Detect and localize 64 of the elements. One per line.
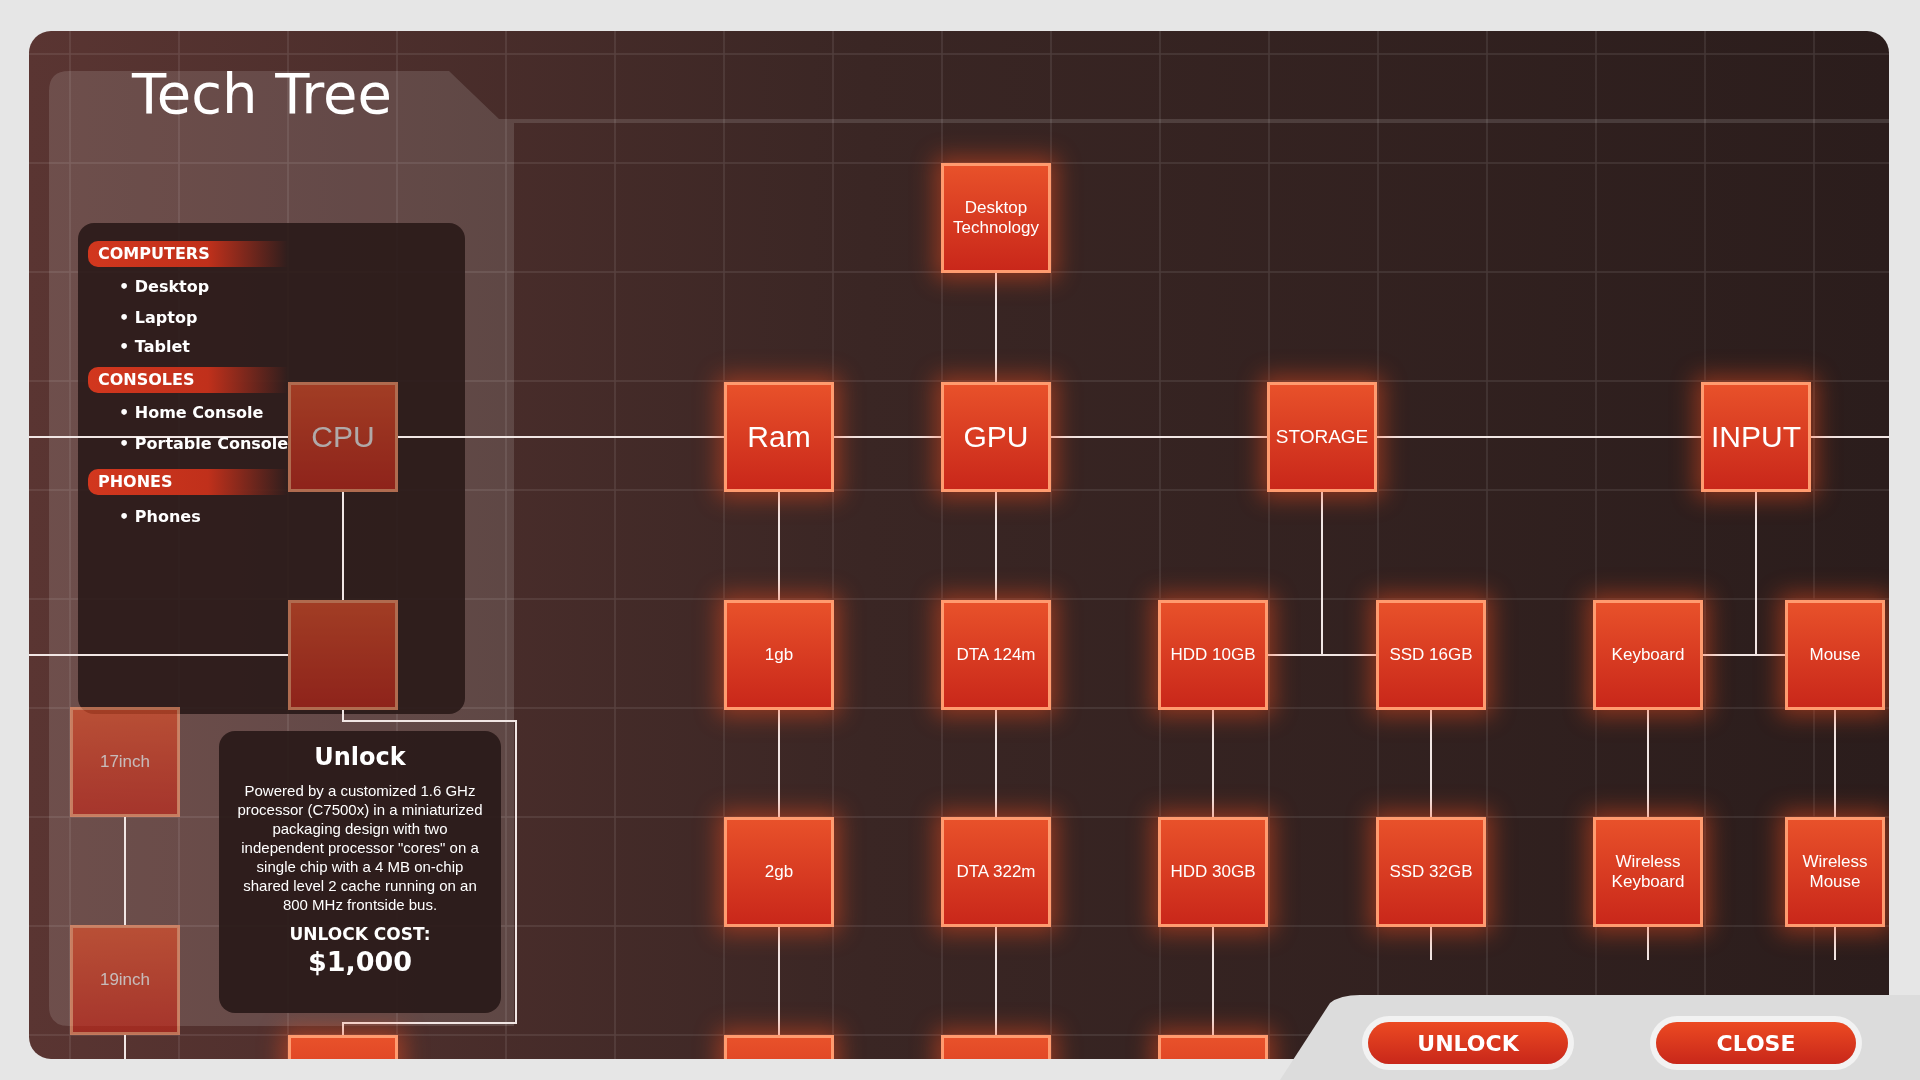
description-text: Powered by a customized 1.6 GHz processor (C7500x) in a miniaturized packaging design with two independent processor "cores" on a single chip with a 4 MB on-chip shared level 2 cache running on an 800 MHz frontside bus. xyxy=(236,781,484,914)
tech-node: Desktop Technology xyxy=(941,163,1051,273)
tech-node: CPU xyxy=(288,382,398,492)
tech-node: 2gb xyxy=(724,817,834,927)
category-heading: COMPUTERS xyxy=(88,241,288,267)
tech-node: Keyboard xyxy=(1593,600,1703,710)
connector-line xyxy=(1212,926,1214,1036)
screen-title: Tech Tree xyxy=(132,61,392,126)
category-heading: PHONES xyxy=(88,469,288,495)
connector-line xyxy=(1647,709,1649,818)
connector-line xyxy=(1834,709,1836,818)
connector-line xyxy=(778,709,780,818)
tech-node: HDD 30GB xyxy=(1158,817,1268,927)
category-heading: CONSOLES xyxy=(88,367,288,393)
connector-line xyxy=(1755,491,1786,656)
tech-node: Ram xyxy=(724,382,834,492)
category-item: • Portable Console xyxy=(119,434,289,453)
tech-node: 1gb xyxy=(724,600,834,710)
price-text: $1,000 xyxy=(306,946,414,977)
connector-line xyxy=(1647,926,1649,961)
connector-line xyxy=(29,436,289,438)
tech-node: 19inch xyxy=(70,925,180,1035)
tech-node: INPUT xyxy=(1701,382,1811,492)
connector-line xyxy=(29,654,289,656)
tech-node: 17inch xyxy=(70,707,180,817)
category-item: • Desktop xyxy=(119,277,210,296)
connector-line xyxy=(833,436,942,438)
connector-line xyxy=(1050,436,1268,438)
tech-node: Mouse xyxy=(1785,600,1885,710)
locked-tech-node xyxy=(288,600,398,710)
connector-line xyxy=(995,272,997,383)
tech-node: HDD 10GB xyxy=(1158,600,1268,710)
connector-line xyxy=(124,816,126,926)
connector-line xyxy=(397,436,725,438)
connector-line xyxy=(778,491,780,601)
category-item: • Tablet xyxy=(119,337,190,356)
cost-label: UNLOCK COST: xyxy=(288,924,432,944)
tech-node: SSD 32GB xyxy=(1376,817,1486,927)
category-item: • Laptop xyxy=(119,308,198,327)
tech-node: DTA 124m xyxy=(941,600,1051,710)
tech-node: GPU xyxy=(941,382,1051,492)
tech-node: DTA 322m xyxy=(941,817,1051,927)
tech-node: Wireless Keyboard xyxy=(1593,817,1703,927)
tech-node: Wireless Mouse xyxy=(1785,817,1885,927)
connector-line xyxy=(995,491,997,601)
connector-line xyxy=(342,491,344,601)
connector-line xyxy=(1376,436,1702,438)
connector-line xyxy=(995,926,997,1036)
connector-line xyxy=(1212,709,1214,818)
connector-line xyxy=(1834,926,1836,961)
panel-heading: Unlock xyxy=(313,743,407,771)
unlock-dialog xyxy=(219,731,501,1013)
connector-line xyxy=(1430,926,1432,961)
connector-line xyxy=(1810,436,1889,438)
connector-line xyxy=(995,709,997,818)
category-item: • Phones xyxy=(119,507,201,526)
connector-line xyxy=(124,1034,126,1059)
connector-line xyxy=(1430,709,1432,818)
category-item: • Home Console xyxy=(119,403,264,422)
connector-line xyxy=(778,926,780,1036)
tech-node: STORAGE xyxy=(1267,382,1377,492)
connector-line xyxy=(342,709,517,1036)
tech-node: SSD 16GB xyxy=(1376,600,1486,710)
connector-line xyxy=(1321,491,1377,656)
